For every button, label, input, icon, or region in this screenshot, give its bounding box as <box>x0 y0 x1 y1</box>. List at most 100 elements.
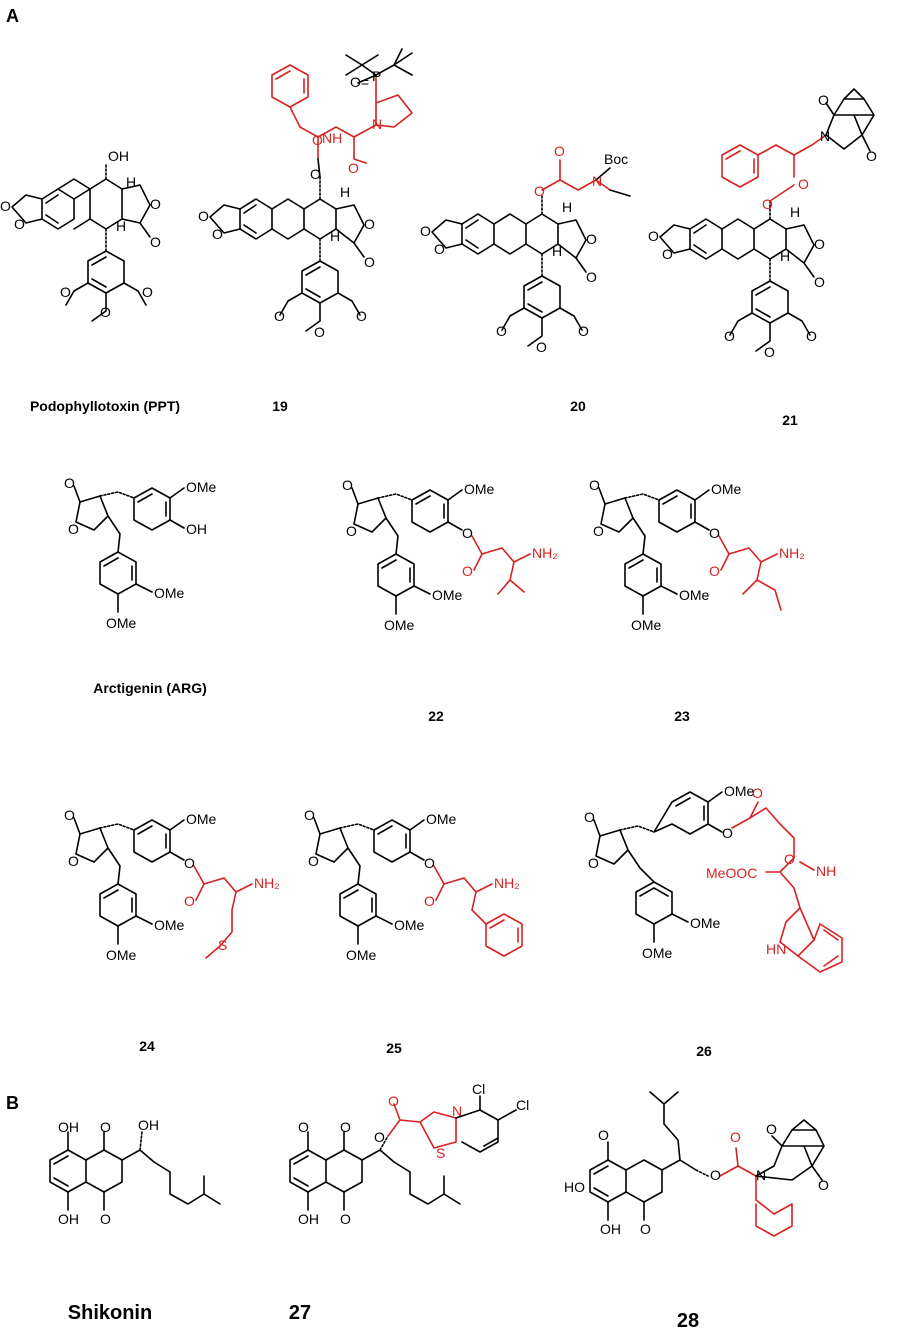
svg-text:O: O <box>342 477 353 493</box>
panel-label-a: A <box>6 6 19 26</box>
svg-text:O: O <box>150 196 161 212</box>
svg-text:O: O <box>374 1129 385 1145</box>
svg-text:NH₂: NH₂ <box>254 875 280 891</box>
structure-shikonin: OH O OH O OH <box>49 1117 221 1227</box>
svg-text:OMe: OMe <box>631 617 662 633</box>
svg-text:O: O <box>14 216 25 232</box>
svg-text:MeOOC: MeOOC <box>706 865 757 881</box>
svg-text:OMe: OMe <box>394 917 425 933</box>
svg-text:O: O <box>648 228 659 244</box>
svg-text:OMe: OMe <box>154 585 185 601</box>
svg-text:OMe: OMe <box>384 617 415 633</box>
svg-text:OMe: OMe <box>426 811 457 827</box>
svg-text:O: O <box>424 855 435 871</box>
svg-text:H: H <box>116 218 126 234</box>
svg-text:OMe: OMe <box>679 587 710 603</box>
svg-text:O: O <box>312 132 323 148</box>
svg-text:O: O <box>274 308 285 324</box>
structure-22: O O OMe O O NH₂ OMe OMe <box>342 477 558 633</box>
svg-text:O: O <box>308 853 319 869</box>
svg-text:O: O <box>356 308 367 324</box>
svg-text:O: O <box>586 231 597 247</box>
svg-text:O: O <box>340 1211 351 1227</box>
svg-text:OMe: OMe <box>106 615 137 631</box>
svg-text:O: O <box>662 246 673 262</box>
svg-text:H: H <box>340 184 350 200</box>
svg-text:OMe: OMe <box>186 811 217 827</box>
svg-text:O: O <box>100 1119 111 1135</box>
svg-text:O: O <box>818 92 829 108</box>
svg-text:O: O <box>589 477 600 493</box>
svg-text:Cl: Cl <box>516 1097 529 1113</box>
label-27: 27 <box>288 1302 312 1324</box>
svg-text:O: O <box>766 1121 777 1137</box>
svg-text:S: S <box>436 1145 445 1161</box>
svg-text:O: O <box>150 234 161 250</box>
svg-text:O: O <box>420 223 431 239</box>
svg-text:O: O <box>584 809 595 825</box>
svg-text:O: O <box>424 893 435 909</box>
svg-text:O: O <box>100 1211 111 1227</box>
structure-20: O O N Boc O O H O O H O O O <box>420 143 631 355</box>
svg-text:P: P <box>372 68 381 84</box>
svg-text:OH: OH <box>58 1211 79 1227</box>
svg-text:OMe: OMe <box>106 947 137 963</box>
svg-text:O: O <box>64 475 75 491</box>
svg-text:O: O <box>364 216 375 232</box>
svg-text:O: O <box>346 523 357 539</box>
svg-text:O: O <box>814 236 825 252</box>
svg-text:O: O <box>722 825 733 841</box>
svg-text:OH: OH <box>186 521 207 537</box>
structure-podophyllotoxin: O O OH H O O H O O O <box>0 148 161 322</box>
svg-text:OMe: OMe <box>642 945 673 961</box>
svg-text:O: O <box>814 274 825 290</box>
svg-text:O: O <box>348 160 359 176</box>
svg-text:O: O <box>496 323 507 339</box>
svg-text:OMe: OMe <box>464 481 495 497</box>
svg-text:HN: HN <box>766 941 786 957</box>
svg-text:OMe: OMe <box>724 783 755 799</box>
svg-text:H: H <box>780 248 790 264</box>
svg-text:O: O <box>598 1127 609 1143</box>
structure-21: O O N O O O O H O O H O O O <box>648 88 877 360</box>
svg-text:O: O <box>388 1093 399 1109</box>
svg-text:N: N <box>592 173 602 189</box>
svg-text:H: H <box>790 204 800 220</box>
svg-text:O=: O= <box>350 74 369 90</box>
svg-text:O: O <box>198 208 209 224</box>
label-podophyllotoxin: Podophyllotoxin (PPT) <box>29 398 181 414</box>
svg-text:O: O <box>818 1177 829 1193</box>
svg-text:O: O <box>340 1119 351 1135</box>
label-24: 24 <box>139 1038 155 1054</box>
svg-text:O: O <box>68 853 79 869</box>
structure-23: O O OMe O O NH₂ OMe OMe <box>589 477 805 633</box>
structure-26: O O OMe O O O NH MeOOC HN OMe OMe <box>584 783 843 973</box>
svg-text:O: O <box>724 328 735 344</box>
svg-text:OMe: OMe <box>432 587 463 603</box>
svg-text:O: O <box>806 328 817 344</box>
structure-24: O O OMe O O NH₂ S OMe OMe <box>64 807 280 963</box>
structure-28: O O OH HO O O N O O <box>564 1091 829 1237</box>
svg-text:O: O <box>364 254 375 270</box>
svg-text:O: O <box>64 807 75 823</box>
label-arctigenin: Arctigenin (ARG) <box>93 680 207 696</box>
svg-text:O: O <box>298 1119 309 1135</box>
svg-text:Boc: Boc <box>604 151 628 167</box>
svg-text:O: O <box>798 176 809 192</box>
svg-text:NH: NH <box>816 863 836 879</box>
svg-text:O: O <box>68 521 79 537</box>
label-22: 22 <box>428 708 444 724</box>
svg-text:OH: OH <box>138 1117 159 1133</box>
svg-text:O: O <box>142 284 153 300</box>
svg-text:O: O <box>0 198 11 214</box>
label-28: 28 <box>676 1310 700 1332</box>
svg-text:OMe: OMe <box>154 917 185 933</box>
svg-text:OH: OH <box>600 1221 621 1237</box>
svg-text:NH₂: NH₂ <box>494 875 520 891</box>
structure-19: O NH O N P O= O O O H O O H O O O <box>198 48 413 340</box>
svg-text:O: O <box>536 339 547 355</box>
svg-text:O: O <box>184 893 195 909</box>
svg-text:OMe: OMe <box>346 947 377 963</box>
svg-text:O: O <box>60 284 71 300</box>
svg-text:N: N <box>372 116 382 132</box>
